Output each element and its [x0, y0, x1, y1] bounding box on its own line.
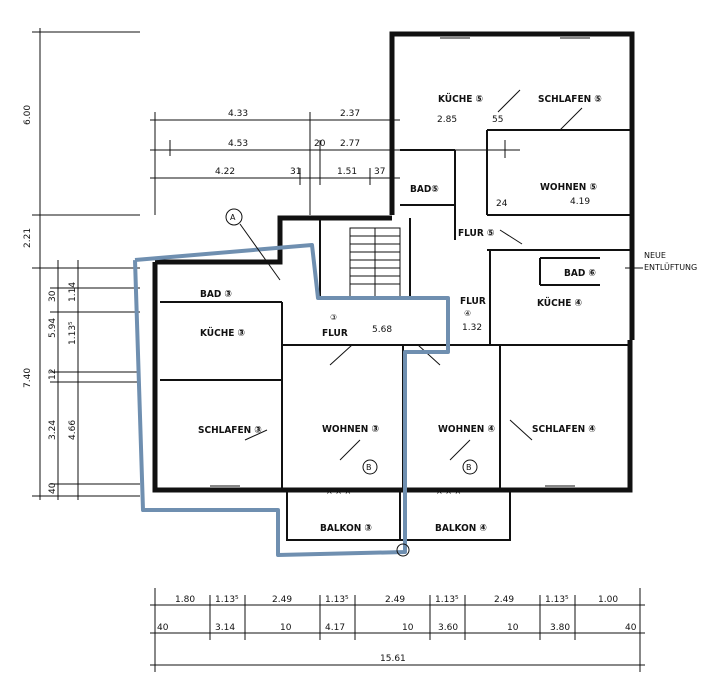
- dim-left-e: 1.14: [68, 282, 78, 302]
- dim-bottom-r2-5: 3.60: [438, 623, 458, 633]
- apartment-3-highlight: [133, 243, 450, 557]
- label-flur-4: FLUR: [460, 296, 486, 307]
- label-balkon-3: BALKON ③: [320, 523, 372, 534]
- dim-top-r3e: 24: [496, 199, 508, 209]
- dim-top-r3c: 1.51: [337, 167, 357, 177]
- dim-bottom-total: 15.61: [380, 654, 406, 664]
- dim-bottom-r1-0: 1.80: [175, 595, 195, 605]
- window-cross-2: × × ×: [436, 487, 461, 496]
- dim-bottom-r1-2: 2.49: [272, 595, 292, 605]
- dim-bottom-r2-3: 4.17: [325, 623, 345, 633]
- building-walls: × × × × × ×: [152, 31, 635, 541]
- marker-b-2: B: [466, 463, 472, 472]
- dim-bottom-r2-2: 10: [280, 623, 292, 633]
- dim-top-r3d: 37: [374, 167, 385, 177]
- flur-4-number: ④: [464, 309, 471, 318]
- dim-bottom-r2-8: 40: [625, 623, 637, 633]
- label-kueche-4: KÜCHE ④: [537, 295, 582, 309]
- dim-bottom-r1-7: 1.13⁵: [545, 595, 569, 605]
- label-bad-6: BAD ⑥: [564, 268, 596, 279]
- dim-bottom-r1-6: 2.49: [494, 595, 514, 605]
- dim-flur-4: 1.32: [462, 323, 482, 333]
- top-dimension-chains: 4.33 2.37 4.53 20 2.77 2.85 55 4.22 31 1…: [150, 109, 520, 215]
- staircase: [349, 227, 401, 299]
- label-kueche-3: KÜCHE ③: [200, 325, 245, 339]
- dim-bottom-r1-4: 2.49: [385, 595, 405, 605]
- dim-bottom-r2-7: 3.80: [550, 623, 570, 633]
- label-kueche-5: KÜCHE ⑤: [438, 91, 483, 105]
- dim-top-r2d: 2.85: [437, 115, 457, 125]
- label-bad-5: BAD⑤: [410, 184, 439, 195]
- label-wohnen-5: WOHNEN ⑤: [540, 182, 597, 193]
- dim-bottom-r2-4: 10: [402, 623, 414, 633]
- dim-top-r2c: 20: [314, 139, 326, 149]
- label-flur-3: FLUR: [322, 328, 348, 339]
- dim-left-h: 12: [48, 369, 58, 380]
- dim-bottom-r2-1: 3.14: [215, 623, 235, 633]
- room-labels: KÜCHE ⑤ SCHLAFEN ⑤ BAD⑤ WOHNEN ⑤ 4.19 FL…: [198, 91, 602, 534]
- dim-left-b: 2.21: [23, 228, 33, 248]
- section-markers: A B B NEUE ENTLÜFTUNG: [225, 208, 697, 557]
- left-dimension-chains: 6.00 2.21 7.40 30 1.14 5.94 1.13⁵ 12 3.2…: [23, 28, 140, 500]
- label-bad-3: BAD ③: [200, 289, 232, 300]
- dim-left-f: 5.94: [48, 318, 58, 338]
- dim-left-j: 4.66: [68, 420, 78, 440]
- label-schlafen-5: SCHLAFEN ⑤: [538, 94, 602, 105]
- dim-left-i: 3.24: [48, 420, 58, 440]
- dim-top-r2b: 2.77: [340, 139, 360, 149]
- label-flur-5: FLUR ⑤: [458, 228, 495, 239]
- marker-b-1: B: [366, 463, 372, 472]
- dim-left-a: 6.00: [23, 105, 33, 125]
- dim-bottom-r1-8: 1.00: [598, 595, 618, 605]
- label-balkon-4: BALKON ④: [435, 523, 487, 534]
- window-cross-1: × × ×: [326, 487, 351, 496]
- dim-left-d: 30: [48, 290, 58, 302]
- label-wohnen-3: WOHNEN ③: [322, 424, 379, 435]
- dim-left-g: 1.13⁵: [68, 321, 78, 345]
- dim-top-r2e: 55: [492, 115, 503, 125]
- dim-top-r2a: 4.53: [228, 139, 248, 149]
- dim-bottom-r1-1: 1.13⁵: [215, 595, 239, 605]
- dim-bottom-r2-0: 40: [157, 623, 169, 633]
- dim-top-r3a: 4.22: [215, 167, 235, 177]
- dim-bottom-r1-5: 1.13⁵: [435, 595, 459, 605]
- entlueftung-label: ENTLÜFTUNG: [644, 262, 697, 272]
- label-wohnen-4: WOHNEN ④: [438, 424, 495, 435]
- dim-flur-3: 5.68: [372, 325, 392, 335]
- dim-wohnen-5: 4.19: [570, 197, 590, 207]
- flur-3-number: ③: [330, 313, 337, 322]
- bottom-dimension-chains: 1.80 1.13⁵ 2.49 1.13⁵ 2.49 1.13⁵ 2.49 1.…: [150, 588, 645, 672]
- dim-left-c: 7.40: [23, 368, 33, 388]
- dim-bottom-r1-3: 1.13⁵: [325, 595, 349, 605]
- dim-left-k: 40: [48, 482, 58, 494]
- dim-top-r3b: 31: [290, 167, 301, 177]
- dim-top-r1b: 2.37: [340, 109, 360, 119]
- label-schlafen-3: SCHLAFEN ③: [198, 425, 262, 436]
- dim-bottom-r2-6: 10: [507, 623, 519, 633]
- dim-top-r1a: 4.33: [228, 109, 248, 119]
- neue-label: NEUE: [644, 251, 666, 260]
- marker-a: A: [230, 213, 236, 222]
- label-schlafen-4: SCHLAFEN ④: [532, 424, 596, 435]
